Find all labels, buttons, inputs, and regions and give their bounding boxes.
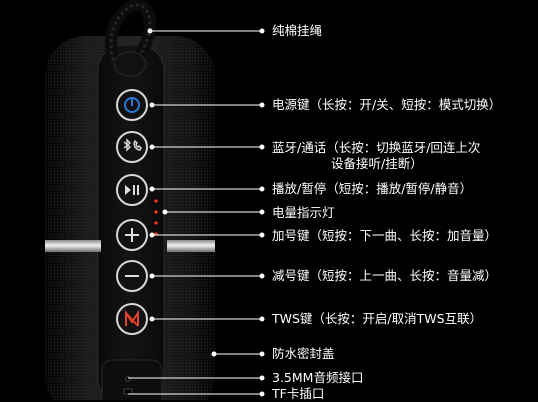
play-pause-icon [125, 185, 139, 195]
label-audio-jack: 3.5MM音频接口 [272, 370, 364, 385]
audio-jack-port [125, 376, 131, 382]
label-power-button: 电源键（长按：开/关、短按：模式切换） [272, 97, 502, 112]
power-icon [124, 97, 140, 113]
left-silver-band [45, 240, 101, 252]
right-silver-band [167, 240, 215, 252]
callout-lines [128, 28, 265, 397]
plus-icon [125, 228, 139, 242]
speaker-body [45, 36, 215, 400]
rope [104, 0, 157, 77]
label-play-pause: 播放/暂停（短按：播放/暂停/静音） [272, 181, 473, 196]
waterproof-cover [101, 359, 163, 400]
label-bluetooth-call-line1: 蓝牙/通话（长按：切换蓝牙/回连上次 [272, 140, 481, 155]
play-pause-button[interactable] [116, 174, 148, 206]
plus-button[interactable] [116, 219, 148, 251]
label-rope: 纯棉挂绳 [272, 23, 323, 38]
tf-card-slot [123, 388, 133, 395]
label-tws-button: TWS键（长按：开启/取消TWS互联） [272, 311, 483, 326]
tws-icon [125, 309, 139, 327]
label-waterproof-cover: 防水密封盖 [272, 346, 335, 361]
bluetooth-call-button[interactable] [116, 131, 148, 163]
label-bluetooth-call-line2: 设备接听/挂断） [331, 156, 423, 171]
label-tf-card-slot: TF卡插口 [272, 386, 325, 401]
label-minus-button: 减号键（短按：上一曲、长按：音量减） [272, 268, 498, 283]
minus-button[interactable] [116, 260, 148, 292]
power-button[interactable] [116, 89, 148, 121]
label-plus-button: 加号键（短按：下一曲、长按：加音量） [272, 228, 498, 243]
bluetooth-call-icon [123, 138, 142, 152]
label-battery-led: 电量指示灯 [272, 205, 335, 220]
tws-button[interactable] [116, 303, 148, 335]
